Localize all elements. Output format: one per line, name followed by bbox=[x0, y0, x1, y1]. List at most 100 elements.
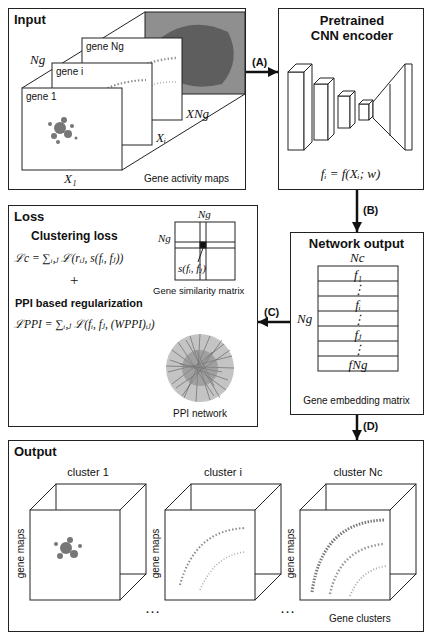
axis-label: gene maps bbox=[150, 514, 161, 594]
encoder-panel: Pretrained CNN encoder fᵢ = f(Xᵢ; w) bbox=[278, 8, 424, 190]
map-label: gene Ng bbox=[86, 41, 124, 52]
panel-title: Network output bbox=[291, 236, 422, 251]
gene-expression-blob bbox=[75, 137, 78, 140]
cnn-encoder-drawing bbox=[314, 84, 328, 140]
gene-expression-blob bbox=[61, 117, 67, 123]
cluster-cubes bbox=[350, 566, 386, 596]
cluster-blob bbox=[67, 537, 73, 543]
matrix-symbol: XNg bbox=[186, 106, 209, 122]
step-label: (C) bbox=[264, 306, 279, 318]
gene-expression-blob bbox=[48, 122, 52, 126]
loss-heading: Clustering loss bbox=[31, 229, 118, 243]
map-label: gene i bbox=[56, 66, 83, 77]
ellipsis: … bbox=[145, 600, 160, 617]
dimension-label: Ng bbox=[30, 52, 45, 68]
cluster-cubes bbox=[390, 574, 416, 600]
gene-expression-blob bbox=[51, 133, 57, 139]
cluster-cubes bbox=[30, 484, 56, 510]
cnn-encoder-drawing bbox=[350, 91, 355, 128]
cnn-encoder-drawing bbox=[405, 64, 406, 150]
gene-expression-blob bbox=[54, 122, 66, 134]
caption: Gene similarity matrix bbox=[153, 285, 244, 296]
matrix-symbol: Xᵢ bbox=[156, 130, 166, 146]
flow-arrow bbox=[258, 321, 290, 324]
cluster-cubes bbox=[165, 510, 255, 600]
cluster-cubes bbox=[255, 484, 281, 510]
cluster-cubes bbox=[30, 510, 120, 600]
dimension-label: Nc bbox=[350, 250, 364, 266]
dimension-label: Ng bbox=[198, 208, 211, 220]
similarity-matrix bbox=[175, 222, 235, 280]
cluster-cubes bbox=[255, 574, 281, 600]
embedding-row: ⋮ bbox=[318, 342, 398, 358]
cluster-cubes bbox=[165, 484, 191, 510]
gene-expression-blob bbox=[48, 117, 78, 144]
cnn-encoder-drawing bbox=[373, 64, 412, 150]
flow-arrow bbox=[246, 71, 278, 74]
gene-expression-blob bbox=[56, 140, 60, 144]
embedding-row: fNg bbox=[318, 357, 398, 373]
cluster-cubes bbox=[200, 552, 245, 590]
similarity-matrix bbox=[175, 222, 235, 280]
embedding-matrix bbox=[318, 266, 398, 371]
ppi-network bbox=[166, 334, 234, 402]
loss-formula: ℒc = ∑ᵢ,ⱼ ℒ(rᵢⱼ, s(fᵢ, fⱼ)) bbox=[14, 250, 123, 265]
cluster-blob bbox=[57, 553, 63, 559]
cluster-blob bbox=[70, 550, 78, 558]
matrix-symbol: X₁ bbox=[64, 171, 76, 187]
similarity-matrix bbox=[198, 248, 203, 262]
cluster-label: cluster 1 bbox=[48, 466, 128, 478]
ppi-network bbox=[182, 350, 218, 386]
caption: Gene activity maps bbox=[144, 173, 229, 184]
dimension-label: Ng bbox=[158, 232, 171, 244]
step-label: (B) bbox=[363, 204, 378, 216]
ppi-network bbox=[166, 334, 234, 402]
dimension-label: Ng bbox=[297, 311, 312, 327]
cnn-encoder-drawing bbox=[338, 96, 350, 128]
ellipsis: … bbox=[280, 600, 295, 617]
embedding-matrix bbox=[318, 266, 398, 371]
cluster-cubes bbox=[300, 484, 326, 510]
loss-panel: LossClustering lossPPI based regularizat… bbox=[8, 205, 258, 427]
embedding-row: fⱼ bbox=[318, 327, 398, 343]
panel-title: Output bbox=[14, 444, 57, 459]
cnn-encoder-drawing bbox=[304, 64, 312, 150]
cluster-blob bbox=[78, 544, 82, 548]
cluster-cubes bbox=[30, 484, 416, 600]
formula: fᵢ = f(Xᵢ; w) bbox=[279, 166, 422, 182]
flow-arrow bbox=[356, 190, 359, 232]
cluster-cubes bbox=[120, 574, 146, 600]
cluster-cubes bbox=[312, 520, 384, 592]
cnn-encoder-drawing bbox=[328, 78, 334, 140]
cluster-cubes bbox=[300, 510, 390, 600]
cluster-blob bbox=[54, 537, 82, 559]
axis-label: gene maps bbox=[285, 514, 296, 594]
similarity-label: s(fᵢ, fⱼ) bbox=[178, 262, 206, 275]
flow-arrow bbox=[356, 415, 359, 440]
step-label: (D) bbox=[363, 420, 378, 432]
axis-label: gene maps bbox=[15, 514, 26, 594]
cluster-cubes bbox=[180, 528, 245, 585]
cluster-cubes bbox=[390, 484, 416, 510]
step-label: (A) bbox=[252, 56, 267, 68]
cluster-label: cluster Nc bbox=[318, 466, 398, 478]
cluster-blob bbox=[60, 542, 72, 554]
cluster-blob bbox=[54, 542, 58, 546]
ppi-network bbox=[166, 334, 234, 402]
embedding-row: ⋮ bbox=[318, 282, 398, 298]
cnn-encoder-drawing bbox=[369, 100, 373, 120]
cnn-encoder-drawing bbox=[359, 104, 369, 120]
cnn-encoder-drawing bbox=[390, 84, 391, 136]
gene-map-stack bbox=[22, 12, 245, 170]
panel-title: Input bbox=[14, 12, 46, 27]
panel-title: Pretrained CNN encoder bbox=[307, 13, 397, 43]
cnn-encoder-drawing bbox=[288, 72, 304, 150]
caption: Gene clusters bbox=[329, 613, 391, 624]
similarity-matrix bbox=[200, 242, 206, 248]
gene-expression-blob bbox=[64, 130, 72, 138]
plus-sign: + bbox=[70, 272, 78, 289]
caption: PPI network bbox=[173, 408, 227, 419]
embedding-row: fᵢ bbox=[318, 297, 398, 313]
cluster-cubes bbox=[330, 544, 384, 594]
